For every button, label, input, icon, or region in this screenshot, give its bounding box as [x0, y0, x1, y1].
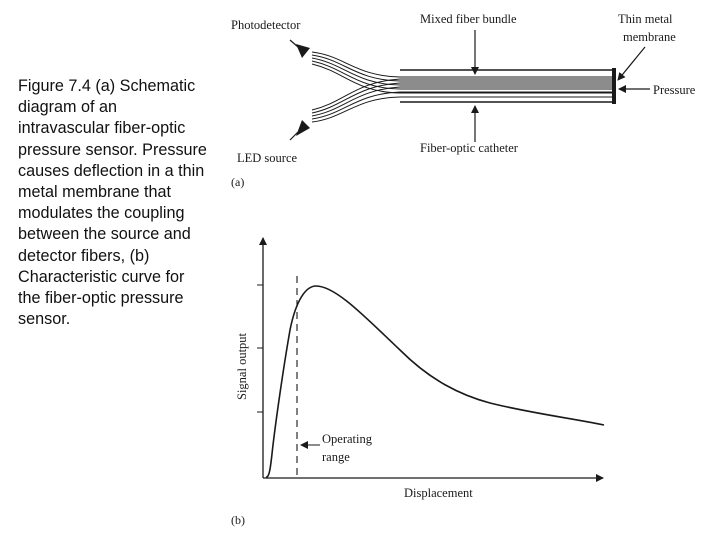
mixed-fiber-bundle-label: Mixed fiber bundle [420, 12, 517, 26]
x-axis-label: Displacement [404, 486, 473, 500]
membrane-arrow [617, 46, 646, 81]
photodetector-label: Photodetector [231, 18, 301, 32]
pressure-label: Pressure [653, 83, 696, 97]
led-source-label: LED source [237, 151, 297, 165]
membrane-label: membrane [623, 30, 676, 44]
characteristic-plot: Operating range Displacement Signal outp… [231, 237, 605, 527]
panel-b-label: (b) [231, 513, 245, 527]
metal-membrane [612, 68, 616, 104]
catheter-label: Fiber-optic catheter [420, 141, 519, 155]
y-ticks [257, 284, 263, 413]
figure-caption: Figure 7.4 (a) Schematic diagram of an i… [18, 77, 207, 329]
panel-a-label: (a) [231, 175, 244, 189]
thin-metal-label: Thin metal [618, 12, 673, 26]
range-label: range [322, 450, 350, 464]
y-axis-label: Signal output [235, 332, 249, 400]
led-source-symbol [289, 120, 310, 141]
sensor-schematic: Photodetector LED source Mixed fiber bun… [231, 12, 696, 189]
operating-label: Operating [322, 432, 373, 446]
photodetector-symbol [289, 39, 310, 58]
fiber-bundle [311, 51, 614, 123]
signal-curve [265, 285, 605, 478]
